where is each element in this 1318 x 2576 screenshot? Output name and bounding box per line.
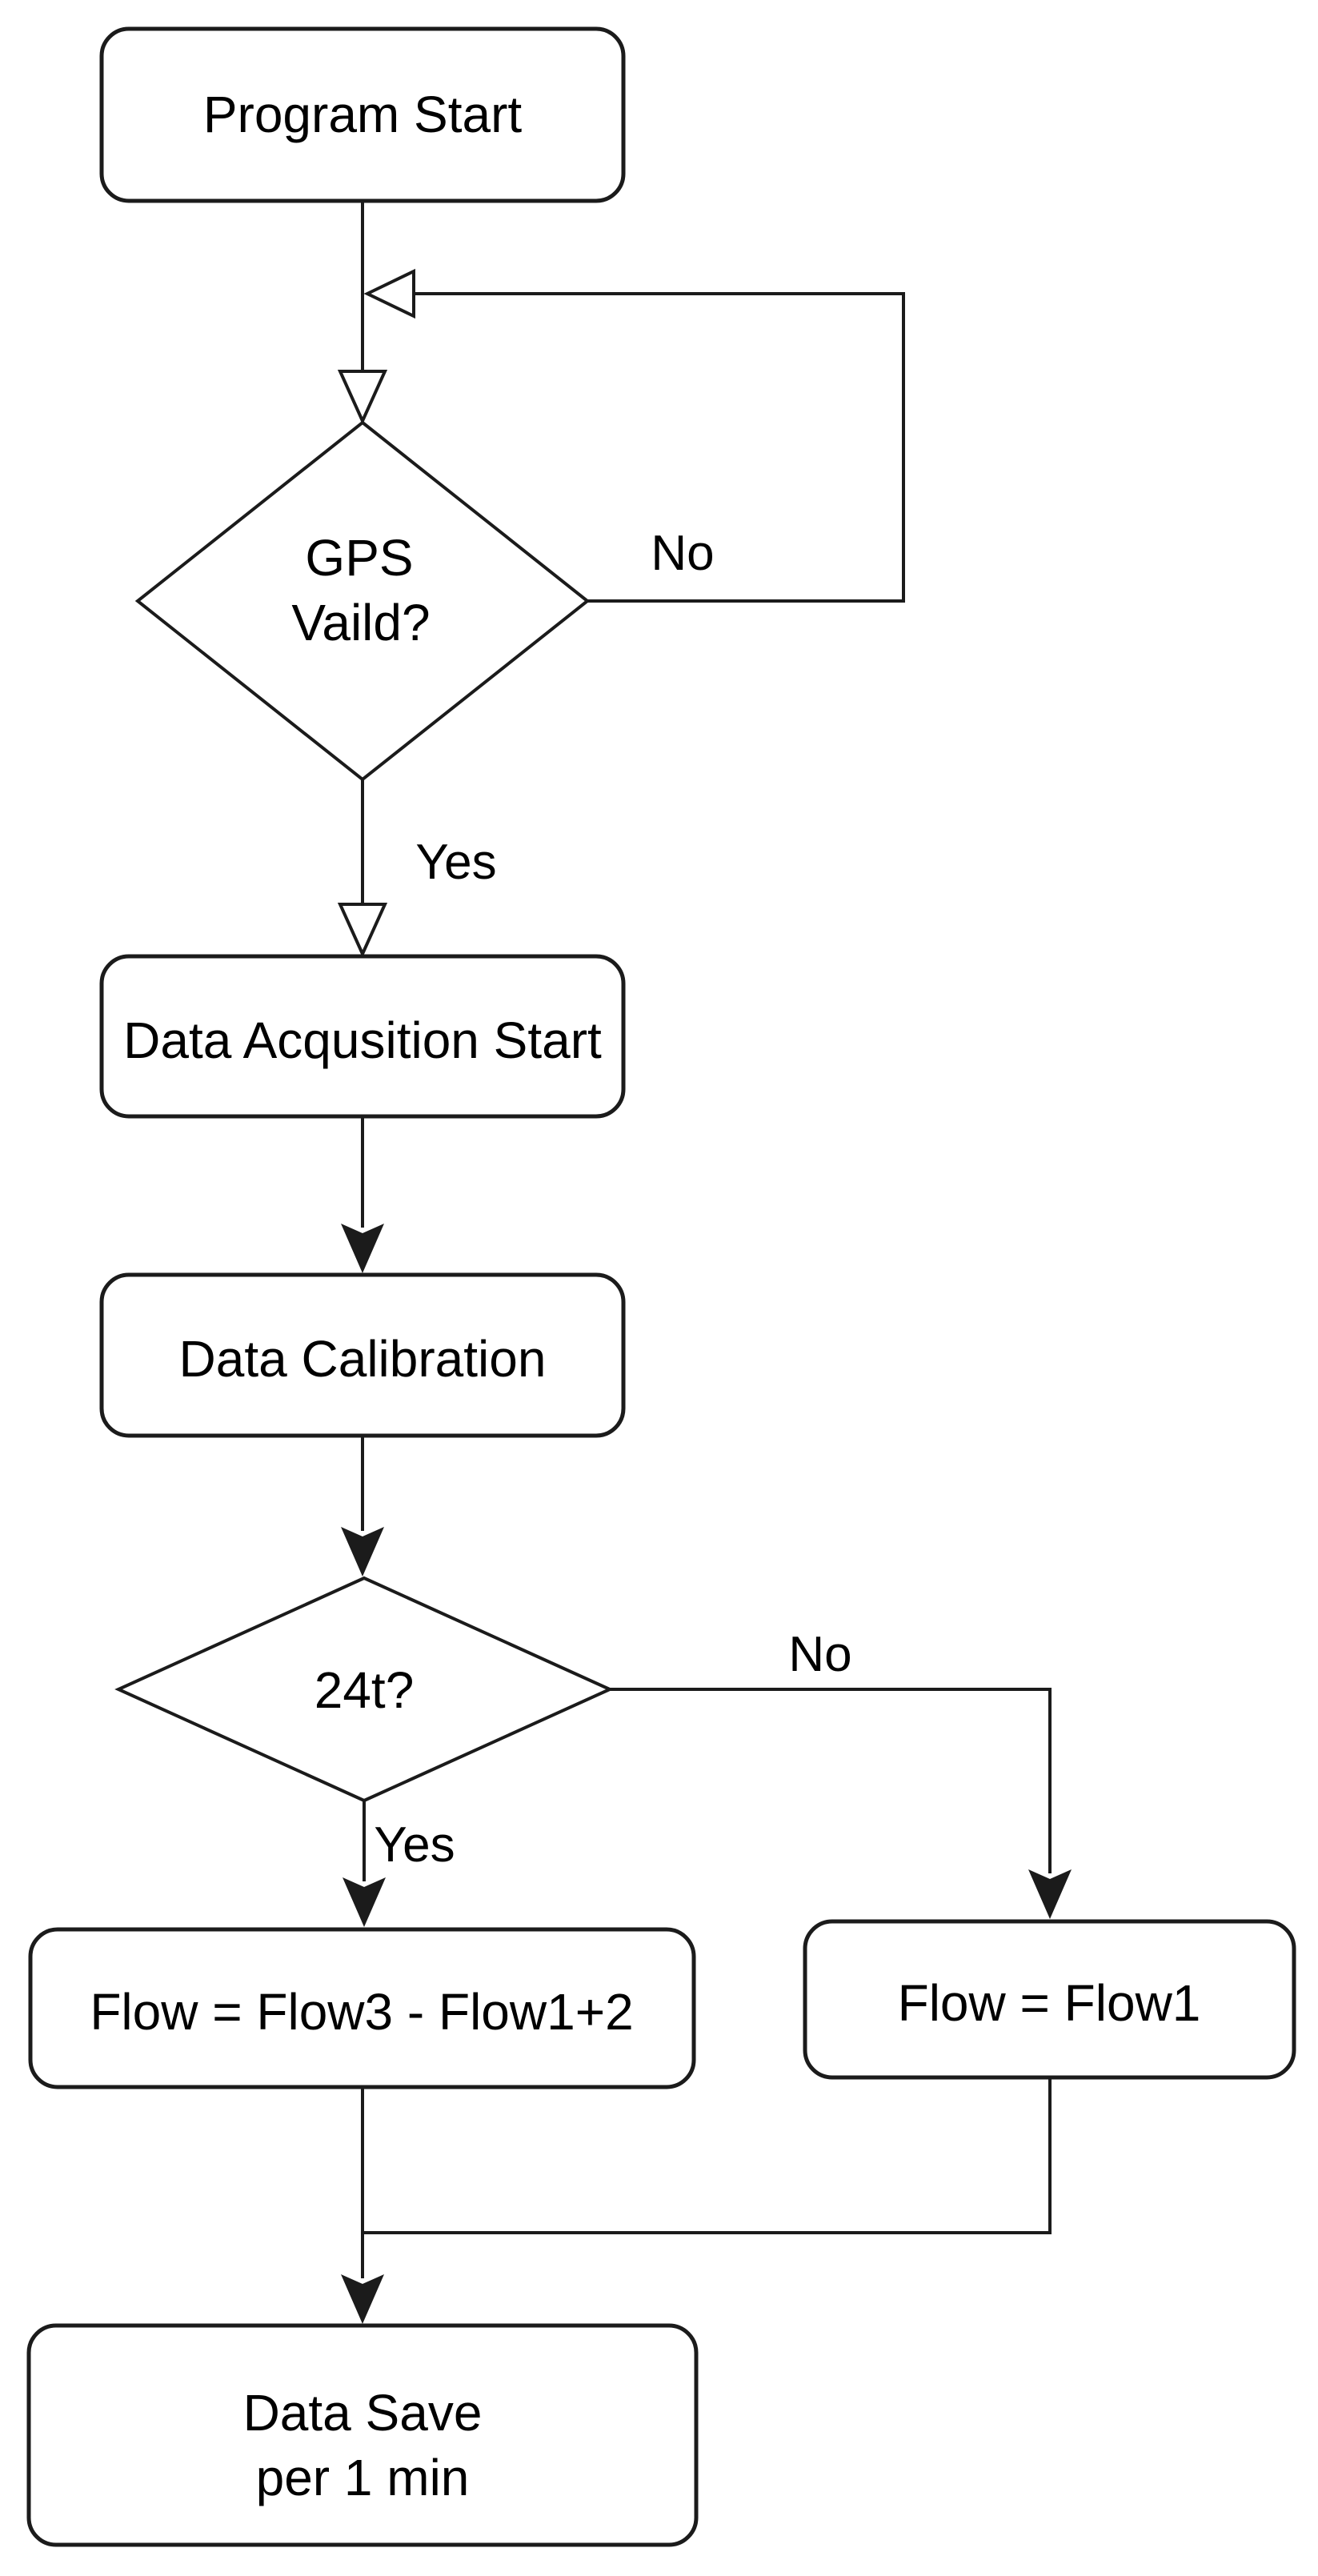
node-gps-valid-decision: GPS Vaild? [134, 420, 591, 782]
process-shape-flow24t [28, 1927, 696, 2089]
edge-flowdefault-merge [363, 2077, 1052, 2234]
decision-shape-gps [134, 420, 591, 782]
node-data-acquisition: Data Acqusition Start [99, 954, 626, 1119]
label-program-start: Program Start [203, 86, 523, 143]
node-24t-decision: 24t? [114, 1576, 614, 1803]
edge-24t-no [610, 1688, 1052, 1873]
label-save-line1: Data Save [243, 2384, 483, 2442]
node-flow-default: Flow = Flow1 [803, 1919, 1296, 2080]
process-shape-calibration [99, 1272, 626, 1438]
arrowhead-filled-into-calibration [341, 1224, 384, 1273]
arrowhead-filled-into-24t [341, 1527, 384, 1576]
arrowhead-open-loop-return [363, 268, 415, 319]
arrowhead-filled-into-flow24t [343, 1877, 386, 1927]
label-gps-line1: GPS [305, 529, 413, 587]
label-gps-line2: Vaild? [291, 594, 430, 651]
node-data-save: Data Save per 1 min [26, 2323, 699, 2547]
label-flow-24t: Flow = Flow3 - Flow1+2 [90, 1983, 633, 2041]
label-save-line2: per 1 min [256, 2449, 470, 2506]
edge-label-24t-yes: Yes [374, 1817, 455, 1873]
process-shape-flowdefault [803, 1919, 1296, 2080]
arrowhead-open-into-acquisition [337, 903, 388, 958]
node-data-calibration: Data Calibration [99, 1272, 626, 1438]
arrowhead-filled-into-save [341, 2274, 384, 2324]
edge-gps-no-loop [414, 292, 905, 603]
process-shape-save [26, 2323, 699, 2547]
label-data-calibration: Data Calibration [179, 1330, 547, 1388]
decision-shape-24t [114, 1576, 614, 1803]
node-flow-24t: Flow = Flow3 - Flow1+2 [28, 1927, 696, 2089]
label-data-acquisition: Data Acqusition Start [123, 1012, 602, 1069]
arrowhead-filled-into-flowdefault [1028, 1869, 1072, 1919]
edge-label-gps-yes: Yes [415, 835, 496, 890]
process-shape-acquisition [99, 954, 626, 1119]
edge-label-24t-no: No [788, 1627, 851, 1682]
node-program-start: Program Start [99, 26, 626, 203]
label-flow-default: Flow = Flow1 [898, 1974, 1201, 2032]
arrowhead-open-into-gps [337, 370, 388, 425]
edge-label-gps-no: No [651, 526, 714, 581]
terminator-shape-program-start [99, 26, 626, 203]
label-24t: 24t? [314, 1661, 415, 1719]
